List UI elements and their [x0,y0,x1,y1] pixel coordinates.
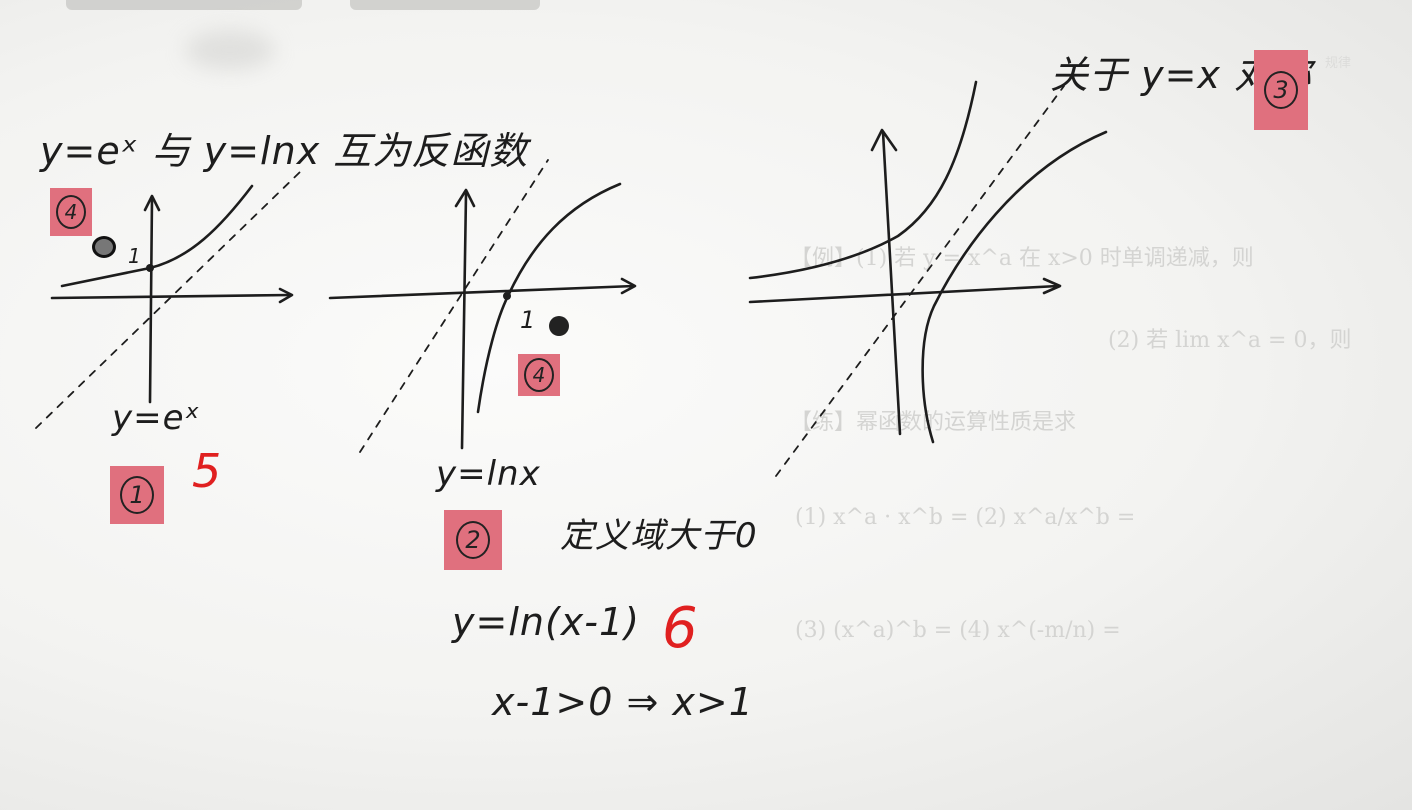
title-line: y=eˣ 与 y=lnx 互为反函数 [40,129,529,173]
marker-2: 2 [444,510,502,570]
marker-2-label: 2 [456,521,490,559]
marker-1-label: 1 [120,476,154,514]
graph2-x-arrow [620,277,637,295]
faint-print: (2) 若 lim x^a = 0，则 [1108,328,1352,353]
graph3-diagonal-y-equals-x [775,85,1065,477]
faint-print: 规律 [1325,56,1352,71]
example-function: y=ln(x-1) [452,600,640,644]
graph3-x-axis [748,284,1060,304]
top-edge-shadow [350,0,540,10]
marker-3: 3 [1254,50,1308,130]
graph2-diagonal-y-equals-x [359,159,549,453]
graph-ln [328,159,637,453]
graph1-x-axis [50,293,292,300]
marker-4-first: 4 [50,188,92,236]
graph1-diagonal-y-equals-x [35,171,301,429]
marker-4-second: 4 [518,354,560,396]
red-number-six: 6 [662,596,698,661]
graph1-y-axis [148,196,154,404]
marker-1: 1 [110,466,164,524]
graph2-x-axis [328,284,636,300]
graph1-caption: y=eˣ [112,398,201,438]
graph3-x-arrow [1042,277,1062,295]
faint-print: (1) x^a · x^b = (2) x^a/x^b = [795,505,1136,530]
faint-print: (3) (x^a)^b = (4) x^(-m/n) = [795,618,1121,643]
graph2-y-arrow [454,188,476,208]
graph3-exp-curve [748,80,978,280]
graph3-ln-curve [921,130,1108,444]
graph2-caption: y=lnx [436,454,541,494]
pencil-dot [549,316,569,336]
graph-exp [35,171,301,429]
graph2-tick-label: 1 [520,306,537,334]
graph1-tick-label: 1 [128,244,142,268]
top-edge-shadow [66,0,302,10]
graph1-intercept-point [146,264,154,272]
pencil-dot [92,236,116,258]
red-number-five: 5 [192,444,222,498]
graph3-y-axis [881,130,902,436]
graph1-x-arrow [278,287,294,304]
graph1-y-arrow [143,194,161,212]
marker-3-label: 3 [1264,71,1298,109]
graph2-intercept-point [503,292,511,300]
faint-print: 【练】幂函数的运算性质是求 [790,410,1077,435]
domain-note: 定义域大于0 [560,516,758,556]
graph2-y-axis [460,192,468,450]
graph-symmetry [748,80,1108,477]
condition-line: x-1>0 ⇒ x>1 [492,680,754,724]
graph3-y-arrow [870,128,898,152]
marker-4-second-label: 4 [524,358,554,392]
blurred-spot [185,30,275,70]
marker-4-first-label: 4 [56,195,86,229]
